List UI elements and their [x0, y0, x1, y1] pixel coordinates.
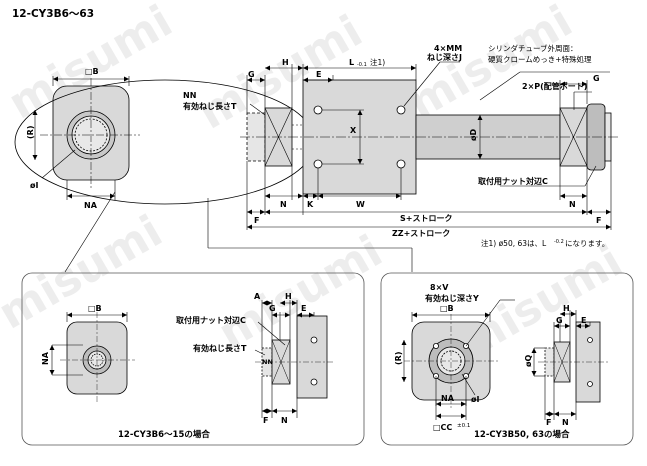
dim-phiD: øD [469, 129, 478, 141]
detail-panel-large [380, 272, 634, 446]
dim-L: L [349, 58, 354, 67]
large-dim-G: G [556, 316, 563, 325]
dim-G-right: G [593, 74, 600, 83]
watermark-text: misumi [400, 0, 581, 130]
dim-G: G [248, 70, 255, 79]
small-end-view [60, 312, 135, 402]
small-dim-B: □B [88, 304, 102, 313]
dim-phiI: øI [30, 181, 38, 190]
large-end-view [404, 314, 498, 408]
large-dim-V: 8×V [430, 283, 449, 292]
small-dim-NA: NA [41, 351, 50, 365]
dim-E: E [316, 70, 321, 79]
chrome-note-1: シリンダチューブ外周面： [488, 43, 578, 53]
large-dim-B: □B [440, 304, 454, 313]
dim-L-note: 注1) [370, 57, 385, 67]
dim-F-right: F [596, 216, 601, 225]
large-dim-H: H [563, 304, 570, 313]
large-dim-Q: øQ [524, 355, 533, 367]
dim-B: □B [85, 67, 99, 76]
end-view [40, 78, 140, 188]
dim-T: 有効ねじ長さT [183, 101, 237, 111]
dim-W: W [356, 200, 365, 209]
page-title: 12-CY3B6～63 [12, 8, 94, 20]
small-dim-A: A [254, 292, 261, 301]
dim-N-right: N [569, 200, 576, 209]
dim-X: X [350, 126, 357, 135]
footnote-text: 注1) ø50, 63は、L [481, 238, 547, 248]
footnote-end: になります。 [565, 239, 609, 248]
small-dim-NN: NN [262, 358, 273, 366]
dim-MM: 4×MM [434, 44, 462, 53]
dim-R: (R) [26, 126, 35, 139]
large-dim-Y: 有効ねじ深さY [425, 293, 479, 303]
large-dim-NA: NA [441, 394, 455, 403]
large-dim-CC-tol: ±0.1 [457, 423, 470, 429]
dim-N-left: N [280, 200, 287, 209]
dim-K: K [307, 200, 314, 209]
dim-NA: NA [84, 201, 98, 210]
small-caption: 12-CY3B6～15の場合 [118, 429, 210, 440]
dim-NN: NN [183, 91, 196, 100]
large-dim-phiI: øI [471, 395, 479, 404]
small-dim-T: 有効ねじ長さT [193, 343, 247, 353]
small-dim-F: F [263, 416, 268, 425]
small-dim-C: 取付用ナット対辺C [176, 315, 246, 325]
large-dim-R: (R) [394, 352, 403, 365]
small-dim-H: H [285, 292, 292, 301]
dim-F-left: F [254, 216, 259, 225]
detail-connectors [64, 191, 413, 273]
large-side-view [538, 321, 610, 403]
dim-J: ねじ深さJ [427, 52, 462, 62]
large-dim-E: E [581, 316, 586, 325]
large-caption: 12-CY3B50, 63の場合 [474, 429, 570, 440]
dim-S-stroke: S+ストローク [400, 213, 452, 223]
small-dim-N: N [281, 416, 288, 425]
footnote-tol: -0.2 [554, 239, 564, 245]
large-dim-F: F [546, 418, 551, 427]
watermark-text: misumi [0, 206, 171, 340]
dim-P: 2×P(配管ポート) [522, 81, 587, 91]
chrome-note-2: 硬質クロームめっき+特殊処理 [488, 54, 592, 64]
large-dim-N: N [562, 418, 569, 427]
footnote: 注1) ø50, 63は、L -0.2 になります。 [481, 238, 609, 248]
dim-C: 取付用ナット対辺C [478, 176, 548, 186]
dim-ZZ-stroke: ZZ+ストローク [392, 228, 450, 238]
small-dim-G: G [269, 304, 276, 313]
dim-H: H [282, 58, 289, 67]
dim-L-tol: -0.1 [357, 62, 367, 68]
large-dim-CC: □CC [433, 423, 452, 432]
small-dim-E: E [301, 304, 306, 313]
detail-panel-small [21, 272, 365, 446]
small-side-view [255, 315, 335, 399]
